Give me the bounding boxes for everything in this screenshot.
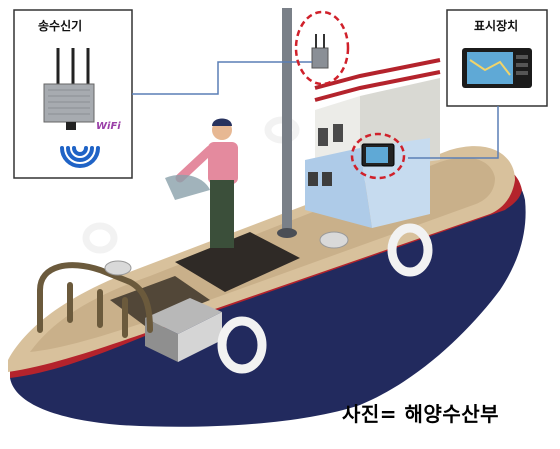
fisherman-cap [212,118,232,126]
mast-base [277,228,297,238]
storage-box-side [178,312,222,362]
fisherman-arm [175,145,215,183]
cabin-window-4 [322,172,332,186]
transceiver-device-icon [43,48,95,130]
wifi-label: WiFi [96,121,121,132]
cabin-roof-rail [314,58,441,102]
bucket-right [319,231,349,249]
life-ring-left [82,222,118,254]
mast-transceiver [311,47,329,69]
cabin-window-2 [333,124,343,142]
photo-credit: 사진= 해양수산부 [342,402,500,426]
fisherman-legs [210,180,234,248]
life-ring-bow [217,316,267,374]
deck-mat-back [110,276,210,326]
storage-box-top [145,298,222,334]
bucket-left [104,260,132,276]
deck-mat-front [175,232,300,292]
display-highlight [350,132,406,180]
transceiver-connector-line [132,61,312,95]
mast [282,8,292,233]
fishing-net [165,174,210,200]
storage-box-front [145,318,178,362]
display-label: 표시장치 [474,19,519,33]
life-ring-stern [387,223,433,277]
fisherman-torso [208,142,238,184]
display-connector-line [408,106,499,159]
bow-railing [37,262,153,338]
transceiver-highlight [294,10,350,86]
wifi-icon [60,146,100,168]
display-device-icon [462,48,532,88]
transceiver-label: 송수신기 [38,19,83,33]
cabin-window-1 [318,128,328,146]
cabin-window-3 [308,172,318,186]
